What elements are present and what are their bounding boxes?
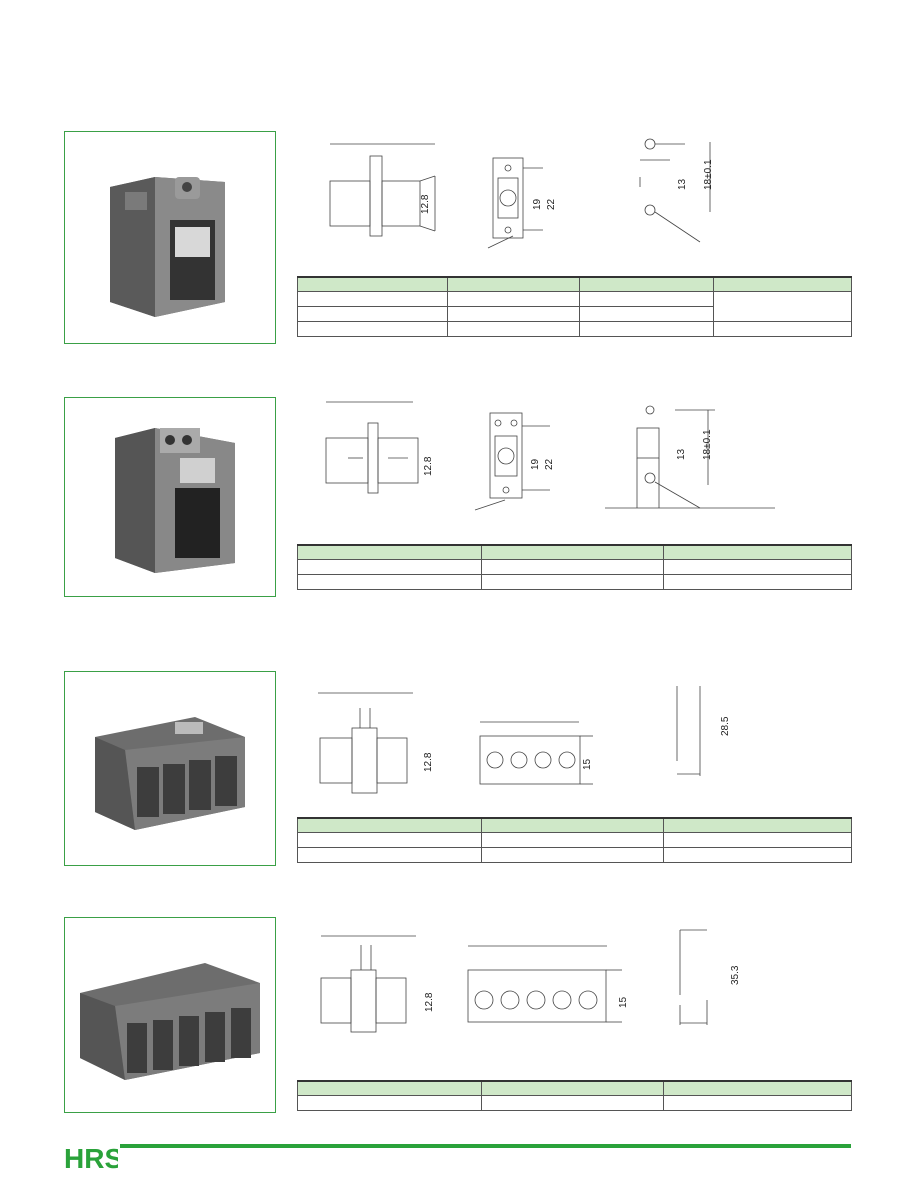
product-photo-1 xyxy=(64,131,276,344)
product-photo-2 xyxy=(64,397,276,597)
table-row xyxy=(297,1094,852,1111)
panel-cut-label-2: 13 xyxy=(676,448,687,460)
drawing-side-2: 12.8 xyxy=(325,401,434,494)
panel-cut-label-4: 35.3 xyxy=(730,965,741,985)
drawing-side-4: 12.8 xyxy=(320,935,435,1033)
panel-cut-label-1: 13 xyxy=(677,178,688,190)
table-row xyxy=(297,573,852,590)
table-row xyxy=(297,846,852,863)
drawing-side-3: 12.8 xyxy=(318,692,434,794)
drawing-panel-cut-3: 28.5 xyxy=(676,686,731,776)
table-row xyxy=(297,320,852,337)
adapter-4-way-image xyxy=(95,717,245,830)
height-label-4: 15 xyxy=(618,996,629,1008)
panel-cut-label-3: 28.5 xyxy=(720,716,731,736)
depth-label-1: 12.8 xyxy=(420,194,431,214)
adapter-simplex-image xyxy=(110,177,225,317)
inner-height-label-2: 19 xyxy=(530,458,541,470)
drawing-front-1: 19 22 xyxy=(487,157,557,249)
spec-table-1 xyxy=(297,276,852,337)
drawing-panel-cut-2: 13 18±0.1 xyxy=(605,405,775,509)
table-row xyxy=(297,305,852,322)
drawing-side-1: 12.8 xyxy=(329,143,436,237)
footer-rule xyxy=(120,1144,851,1148)
table-header-row xyxy=(297,1080,852,1096)
drawing-front-3: 15 xyxy=(479,721,593,785)
depth-label-4: 12.8 xyxy=(424,992,435,1012)
drawing-panel-cut-4: 35.3 xyxy=(679,929,741,1025)
outer-height-label-2: 22 xyxy=(544,458,555,470)
depth-label-2: 12.8 xyxy=(423,456,434,476)
table-row xyxy=(297,831,852,848)
drawing-panel-cut-1: 13 18±0.1 xyxy=(639,138,714,243)
adapter-5-way-image xyxy=(80,963,260,1080)
table-row xyxy=(297,558,852,575)
depth-label-3: 12.8 xyxy=(423,752,434,772)
mount-pitch-label-2: 18±0.1 xyxy=(702,429,713,460)
height-label-3: 15 xyxy=(582,758,593,770)
table-header-row xyxy=(297,544,852,560)
adapter-screw-image xyxy=(115,428,235,573)
spec-table-4 xyxy=(297,1080,852,1111)
mount-pitch-label-1: 18±0.1 xyxy=(703,159,714,190)
spec-table-3 xyxy=(297,817,852,863)
table-header-row xyxy=(297,276,852,292)
table-row xyxy=(297,290,852,322)
product-photo-3 xyxy=(64,671,276,866)
spec-table-2 xyxy=(297,544,852,590)
hrs-logo-text: HRS xyxy=(64,1143,118,1172)
product-photo-4 xyxy=(64,917,276,1113)
drawing-front-2: 19 22 xyxy=(474,412,555,511)
hrs-logo: HRS xyxy=(64,1143,118,1172)
drawing-front-4: 15 xyxy=(467,945,629,1023)
outer-height-label-1: 22 xyxy=(546,198,557,210)
table-header-row xyxy=(297,817,852,833)
inner-height-label-1: 19 xyxy=(532,198,543,210)
